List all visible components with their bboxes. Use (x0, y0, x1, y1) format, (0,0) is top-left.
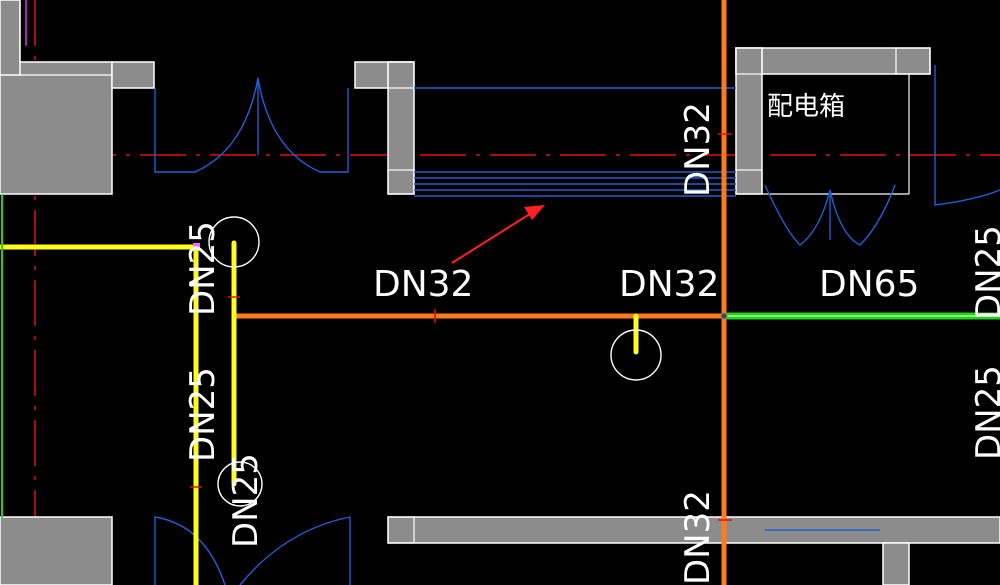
wall-column-top-left (0, 61, 113, 195)
wall-top-right (735, 47, 931, 75)
pipe-junction-dot (720, 312, 728, 320)
fitting-marks (190, 133, 732, 521)
wall-column-mid (387, 61, 415, 195)
pipe-size-label: DN25 (183, 367, 223, 462)
wall-column-bottom-right (882, 542, 910, 585)
wall-column-right (735, 47, 763, 195)
distribution-box-label: 配电箱 (767, 92, 845, 122)
wall-bottom-right (387, 516, 1000, 544)
valve-circle-mid (610, 329, 662, 381)
pipe-size-label: DN25 (183, 221, 223, 316)
pipe-size-label: DN65 (819, 264, 919, 305)
annotation-arrow (451, 205, 545, 264)
pipe-size-label: DN25 (226, 453, 266, 548)
wall-stub-top-left (111, 61, 155, 89)
valve-circles (208, 216, 662, 507)
pipe-end-marker (193, 243, 200, 250)
valve-circle-top (208, 216, 260, 268)
pipe-size-label: DN32 (373, 264, 473, 305)
pipe-size-label: DN32 (619, 264, 719, 305)
wall-strip-left (0, 0, 21, 76)
pipe-size-label: DN32 (678, 490, 718, 585)
valve-circle-bottom (217, 461, 263, 507)
pipe-size-label: DN25 (969, 365, 1000, 460)
wall-corner-marks (19, 0, 931, 544)
doors-windows (154, 65, 1000, 585)
pipe-size-label: DN32 (678, 102, 718, 197)
wall-column-bottom-left (0, 516, 113, 585)
pipe-size-label: DN25 (969, 225, 1000, 320)
